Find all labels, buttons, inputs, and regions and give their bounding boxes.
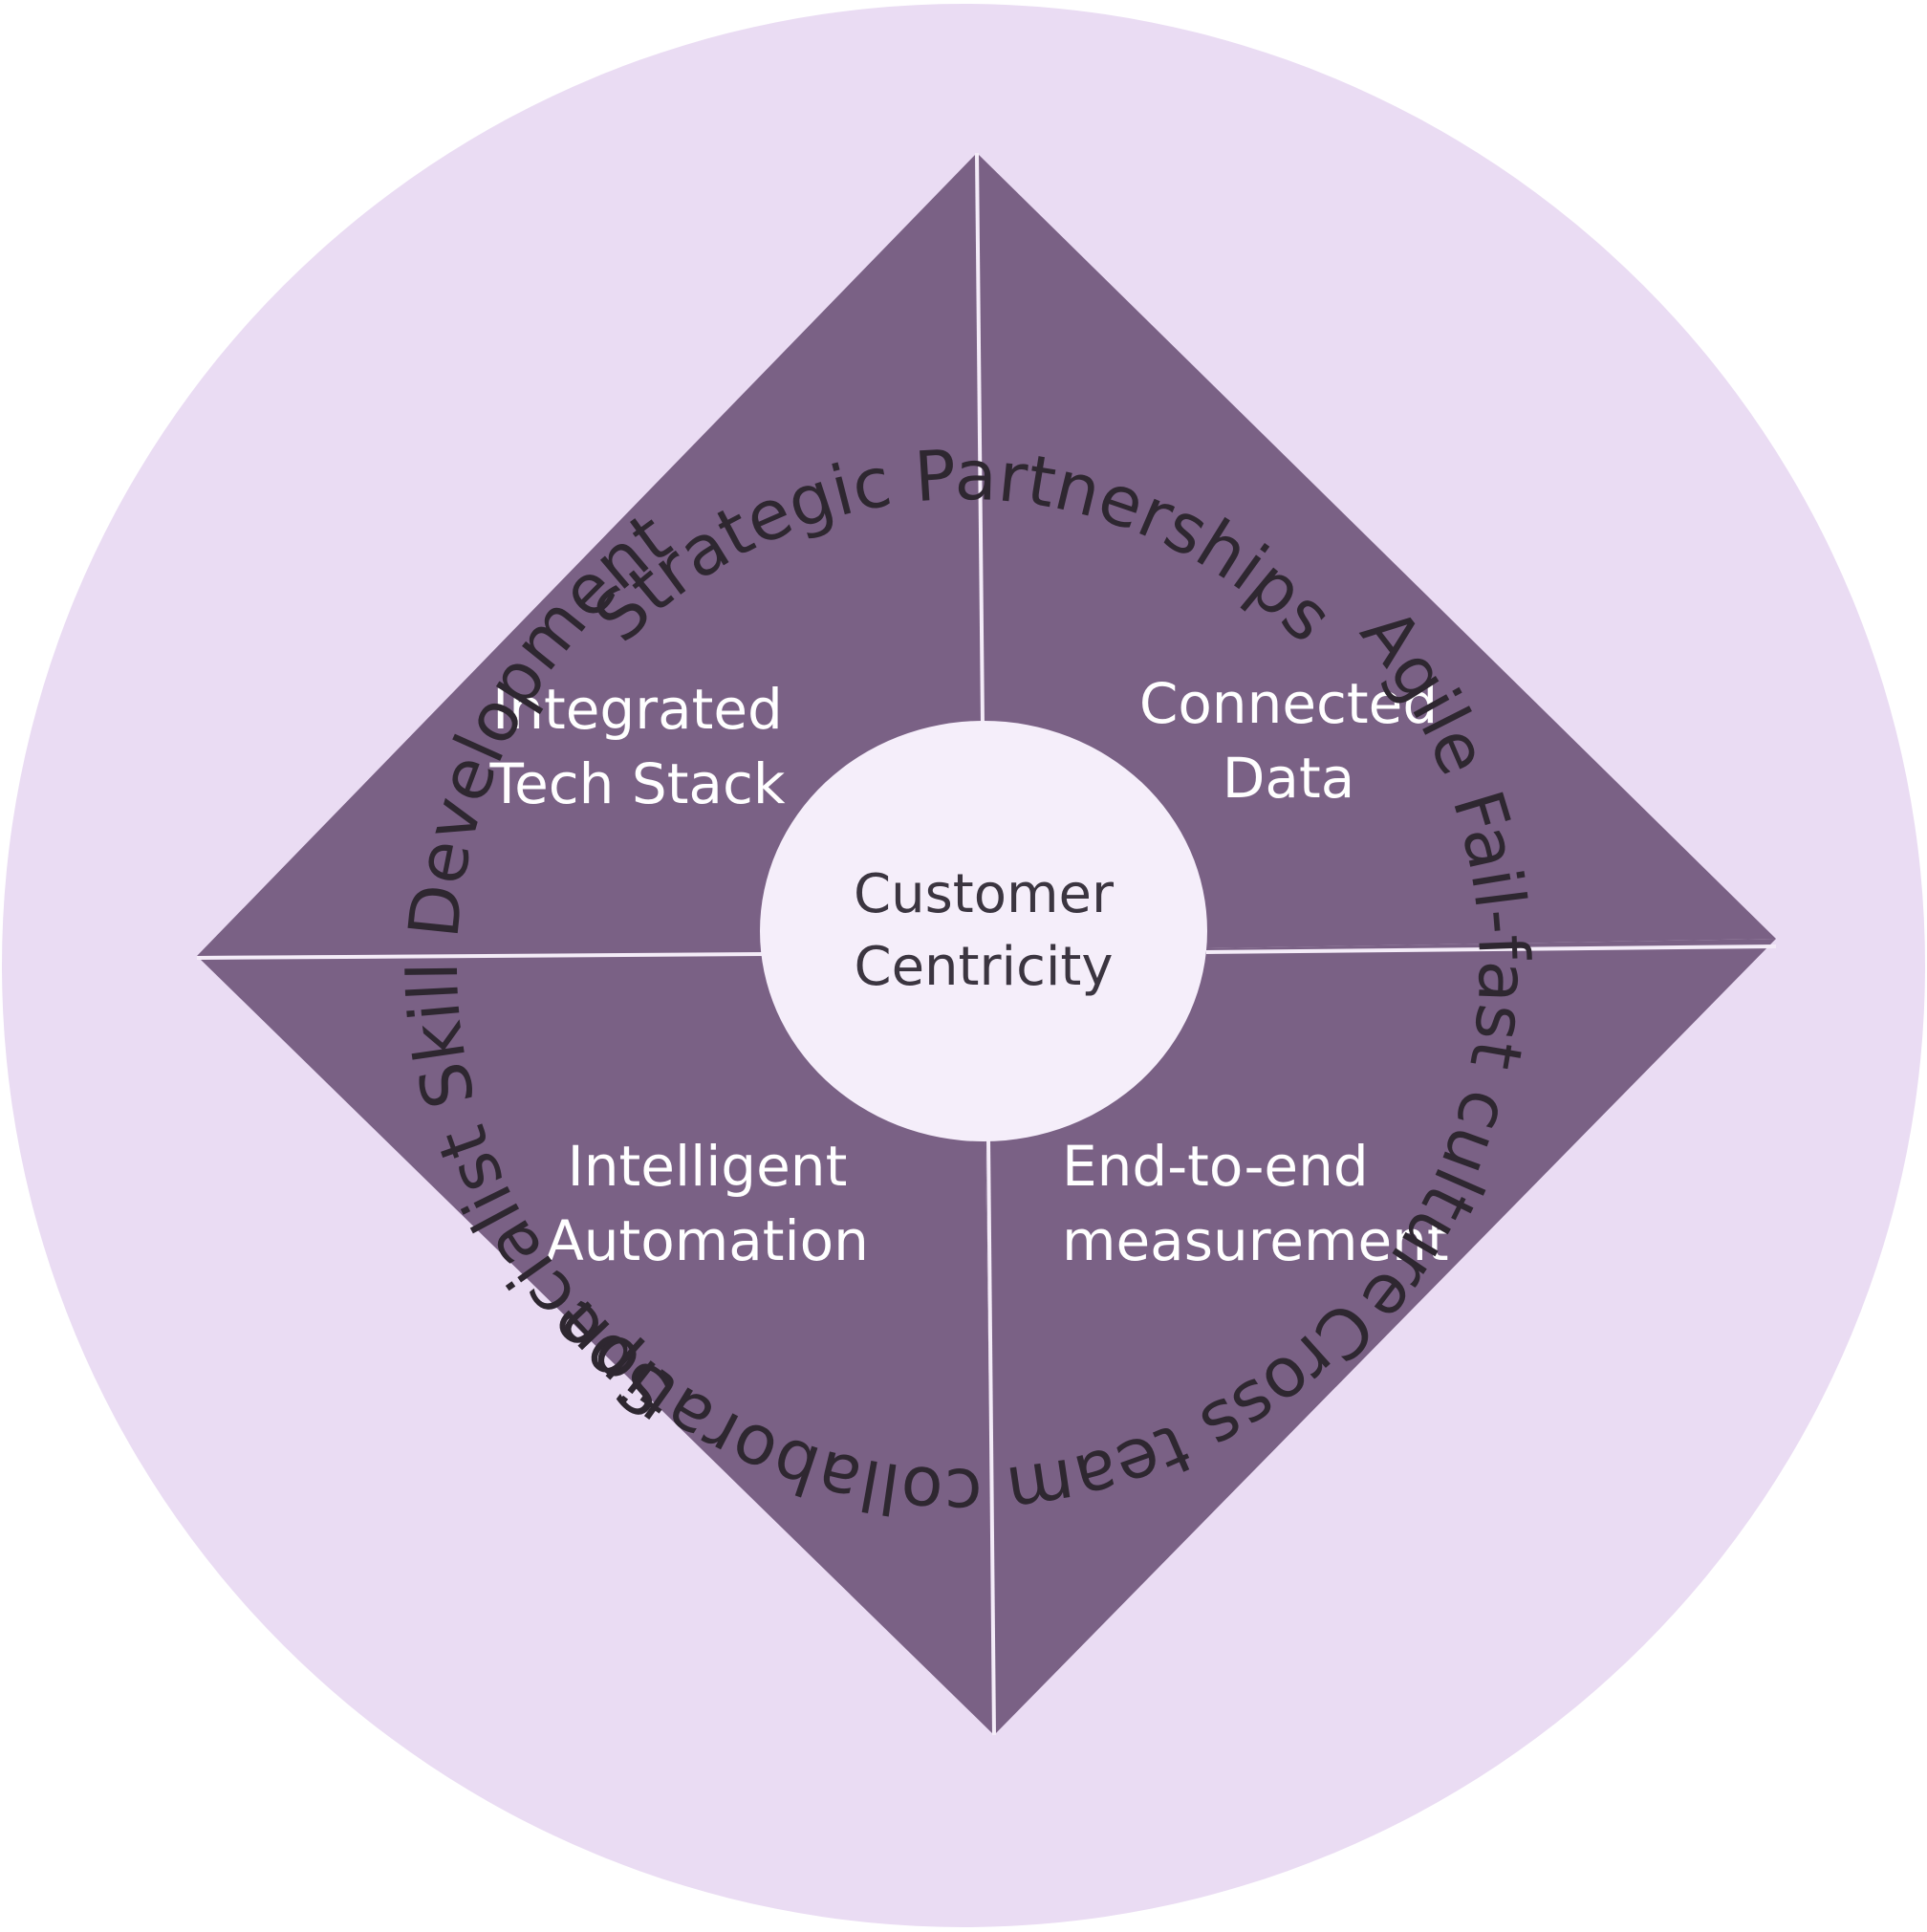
center-label-line1: Customer bbox=[854, 863, 1115, 925]
quadrant-top-right bbox=[977, 153, 1776, 952]
quadrant-bottom-right-line2: measurement bbox=[1062, 1208, 1449, 1273]
center-label-line2: Centricity bbox=[854, 936, 1113, 998]
quadrant-top-left bbox=[197, 153, 983, 956]
center-circle bbox=[760, 721, 1207, 1141]
quadrant-bottom-right-line1: End-to-end bbox=[1062, 1134, 1369, 1199]
quadrant-bottom-left-line2: Automation bbox=[546, 1208, 869, 1273]
divider-horizontal-right bbox=[1205, 944, 1777, 954]
quadrant-bottom-left bbox=[197, 952, 994, 1735]
divider-vertical-bottom bbox=[986, 1137, 996, 1736]
divider-vertical-top bbox=[975, 152, 985, 727]
quadrant-bottom-right bbox=[983, 939, 1776, 1735]
quadrant-top-left-line1: Integrated bbox=[492, 677, 783, 742]
quadrant-top-right-line2: Data bbox=[1223, 746, 1355, 811]
divider-horizontal-left bbox=[196, 952, 766, 960]
quadrant-top-right-line1: Connected bbox=[1139, 671, 1438, 736]
quadrant-top-left-line2: Tech Stack bbox=[489, 751, 786, 816]
quadrant-bottom-left-line1: Intelligent bbox=[568, 1134, 848, 1199]
